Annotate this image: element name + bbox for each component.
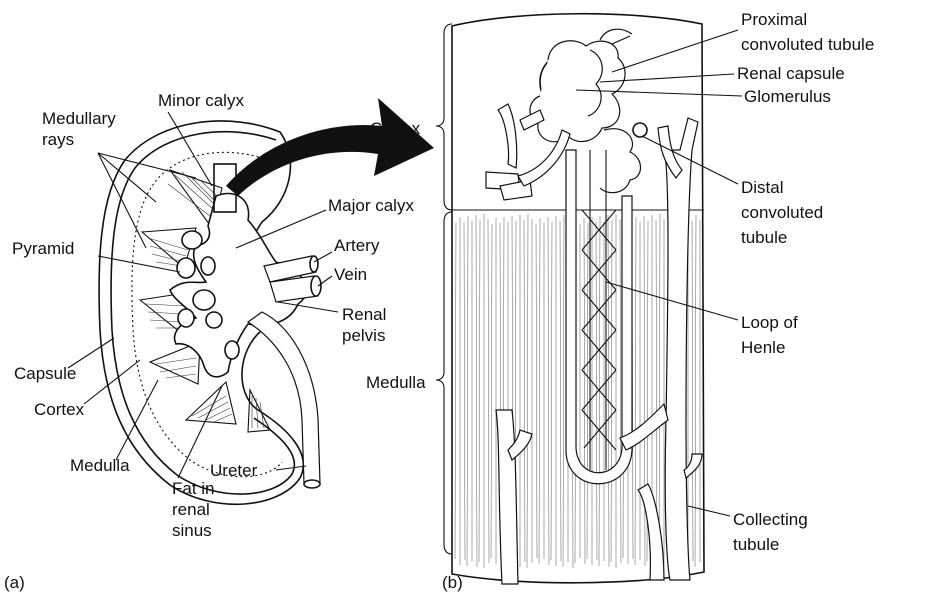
- label-collecting-line1: Collecting: [733, 510, 808, 529]
- label-distal-line3: tubule: [741, 228, 787, 247]
- label-renal-capsule: Renal capsule: [737, 64, 845, 83]
- label-loop-line1: Loop of: [741, 313, 798, 332]
- label-distal-line1: Distal: [741, 178, 784, 197]
- label-medullary-rays-line2: rays: [42, 130, 74, 149]
- kidney-illustration: [99, 98, 434, 504]
- caption-b: (b): [442, 573, 463, 592]
- label-medulla-b: Medulla: [366, 373, 426, 392]
- label-fat-line3: sinus: [172, 521, 212, 540]
- caption-a: (a): [4, 573, 25, 592]
- label-glomerulus: Glomerulus: [744, 87, 831, 106]
- label-ureter: Ureter: [210, 461, 258, 480]
- label-renal-pelvis-line2: pelvis: [342, 326, 385, 345]
- cortex-bracket: [436, 24, 452, 210]
- label-capsule: Capsule: [14, 364, 76, 383]
- label-fat-line1: Fat in: [172, 479, 215, 498]
- label-loop-line2: Henle: [741, 338, 785, 357]
- label-pyramid: Pyramid: [12, 239, 74, 258]
- label-fat-line2: renal: [172, 500, 210, 519]
- medulla-bracket: [436, 212, 452, 554]
- label-proximal-line1: Proximal: [741, 10, 807, 29]
- label-major-calyx: Major calyx: [328, 196, 414, 215]
- label-medulla-a: Medulla: [70, 456, 130, 475]
- label-minor-calyx: Minor calyx: [158, 91, 244, 110]
- label-proximal-line2: convoluted tubule: [741, 35, 874, 54]
- label-cortex-a: Cortex: [34, 400, 85, 419]
- label-medullary-rays-line1: Medullary: [42, 109, 116, 128]
- label-artery: Artery: [334, 236, 380, 255]
- label-vein: Vein: [334, 265, 367, 284]
- label-renal-pelvis-line1: Renal: [342, 305, 386, 324]
- label-distal-line2: convoluted: [741, 203, 823, 222]
- label-collecting-line2: tubule: [733, 535, 779, 554]
- label-cortex-b: Cortex: [370, 119, 421, 138]
